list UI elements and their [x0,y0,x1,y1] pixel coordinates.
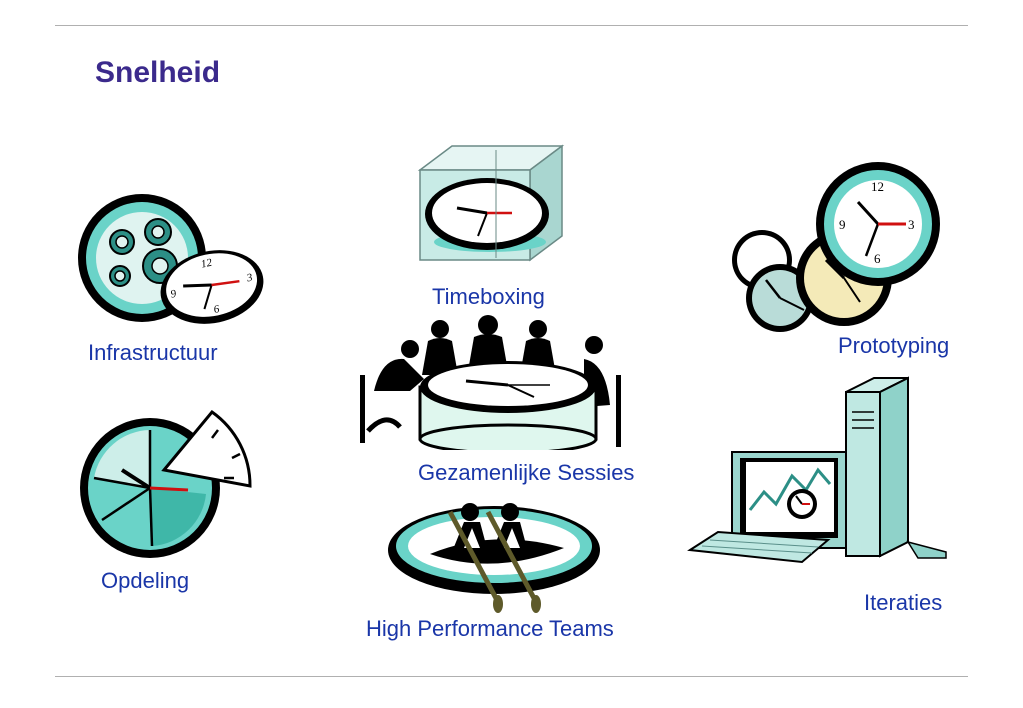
svg-text:9: 9 [169,288,177,301]
svg-text:3: 3 [245,271,254,284]
slide-title: Snelheid [95,56,221,89]
clock-icon: 12 3 6 9 [160,250,264,324]
bottom-rule [55,676,968,677]
gears-clock-icon: 12 3 6 9 [78,194,264,324]
label-infrastructuur: Infrastructuur [88,340,218,365]
svg-text:12: 12 [200,257,214,271]
svg-text:9: 9 [839,217,846,232]
clock-in-box-icon [417,144,565,262]
label-high-performance-teams: High Performance Teams [366,616,614,641]
meeting-table-clock-icon [360,315,621,450]
label-gezamenlijke-sessies: Gezamenlijke Sessies [418,460,635,485]
label-iteraties: Iteraties [864,590,943,615]
computer-chart-clock-icon [687,376,947,564]
label-timeboxing: Timeboxing [432,284,545,309]
svg-text:12: 12 [871,179,884,194]
svg-text:3: 3 [908,217,915,232]
sliced-clock-icon [80,409,252,558]
label-prototyping: Prototyping [838,333,950,358]
stacked-clocks-icon: 12 3 6 9 [732,162,940,332]
top-rule [55,25,968,26]
label-opdeling: Opdeling [101,568,190,593]
rowing-team-icon [388,503,600,613]
svg-text:6: 6 [874,251,881,266]
svg-text:6: 6 [213,303,221,316]
